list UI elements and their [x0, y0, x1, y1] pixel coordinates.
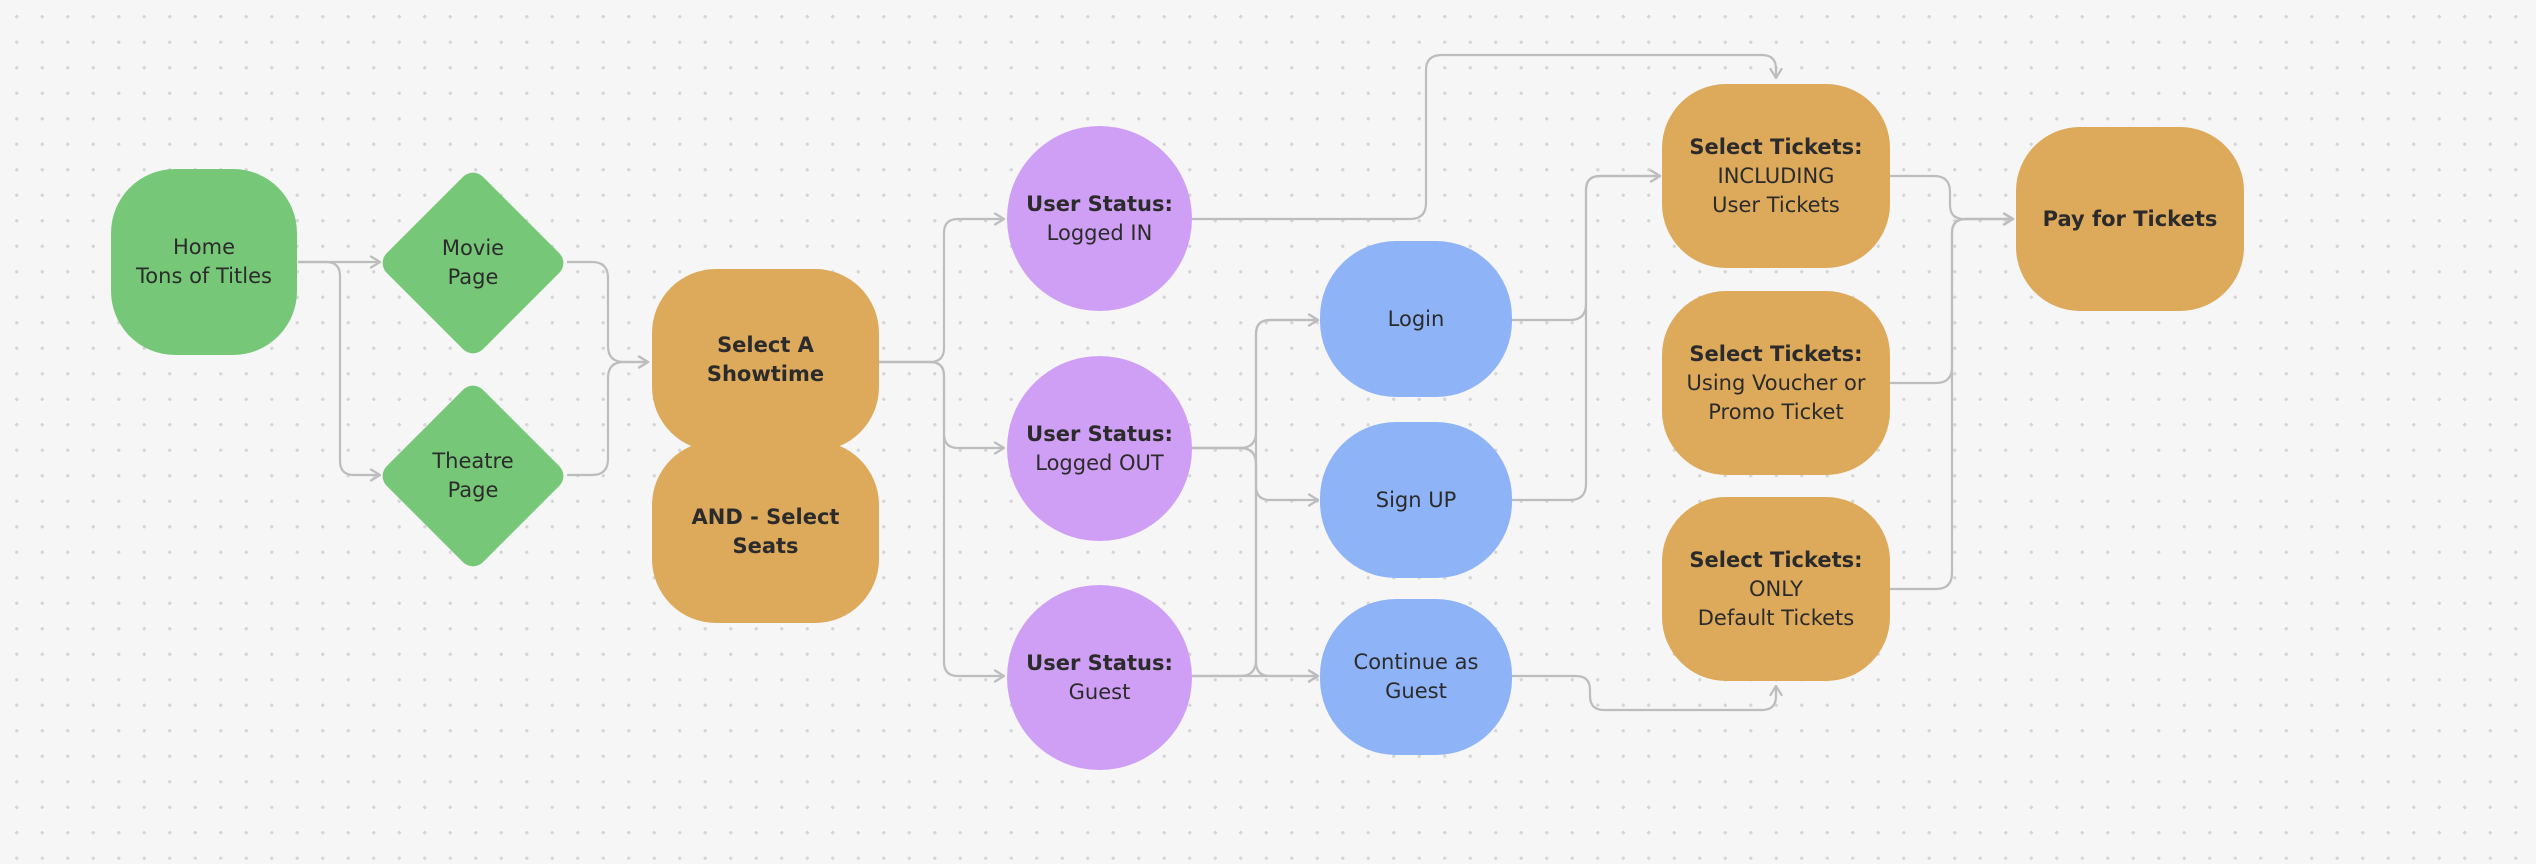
node-select-seats-label: AND - Select Seats: [691, 505, 840, 558]
node-select-showtime[interactable]: Select A Showtime: [652, 269, 879, 451]
node-status-logged-out-label: User Status: Logged OUT: [1026, 421, 1173, 475]
node-continue-guest[interactable]: Continue as Guest: [1320, 599, 1512, 755]
edge-continue-tickets-default: [1512, 674, 1783, 712]
node-tickets-voucher[interactable]: Select Tickets: Using Voucher or Promo T…: [1662, 291, 1890, 475]
node-movie-page[interactable]: Movie Page: [376, 166, 570, 360]
node-login[interactable]: Login: [1320, 241, 1512, 397]
node-status-logged-in[interactable]: User Status: Logged IN: [1007, 126, 1192, 311]
node-pay-label: Pay for Tickets: [2042, 206, 2218, 231]
edge-tickets-default-pay: [1890, 212, 2015, 591]
node-tickets-default[interactable]: Select Tickets: ONLY Default Tickets: [1662, 497, 1890, 681]
node-movie-page-label: Movie Page: [441, 236, 505, 289]
node-home[interactable]: Home Tons of Titles: [111, 169, 297, 355]
node-tickets-default-label: Select Tickets: ONLY Default Tickets: [1689, 547, 1863, 630]
edge-showtime-loggedin: [879, 212, 1006, 364]
node-select-showtime-label: Select A Showtime: [706, 333, 825, 386]
node-theatre-page-label: Theatre Page: [432, 449, 514, 502]
edge-movie-showtime: [567, 260, 650, 369]
node-tickets-user-label: Select Tickets: INCLUDING User Tickets: [1689, 134, 1863, 217]
edge-home-theatre: [298, 260, 382, 482]
node-status-logged-in-label: User Status: Logged IN: [1026, 191, 1173, 245]
node-home-label: Home Tons of Titles: [136, 235, 272, 288]
node-theatre-page[interactable]: Theatre Page: [376, 379, 570, 573]
edge-signup-tickets-user: [1512, 169, 1662, 502]
node-pay[interactable]: Pay for Tickets: [2016, 127, 2244, 311]
node-sign-up-label: Sign UP: [1375, 487, 1457, 512]
node-status-logged-out[interactable]: User Status: Logged OUT: [1007, 356, 1192, 541]
node-tickets-voucher-label: Select Tickets: Using Voucher or Promo T…: [1686, 341, 1866, 424]
node-continue-guest-label: Continue as Guest: [1353, 650, 1479, 703]
node-status-guest[interactable]: User Status: Guest: [1007, 585, 1192, 770]
edge-loggedin-tickets-user: [1192, 53, 1783, 221]
node-select-seats[interactable]: AND - Select Seats: [652, 441, 879, 623]
edge-showtime-guest: [879, 360, 1006, 683]
edge-guest-login: [1192, 313, 1320, 678]
edge-showtime-loggedout: [879, 360, 1006, 455]
node-status-guest-label: User Status: Guest: [1026, 650, 1173, 704]
node-login-label: Login: [1387, 306, 1445, 331]
edge-tickets-user-pay: [1890, 174, 2015, 226]
node-sign-up[interactable]: Sign UP: [1320, 422, 1512, 578]
node-tickets-user[interactable]: Select Tickets: INCLUDING User Tickets: [1662, 84, 1890, 268]
edge-theatre-showtime: [567, 355, 650, 477]
